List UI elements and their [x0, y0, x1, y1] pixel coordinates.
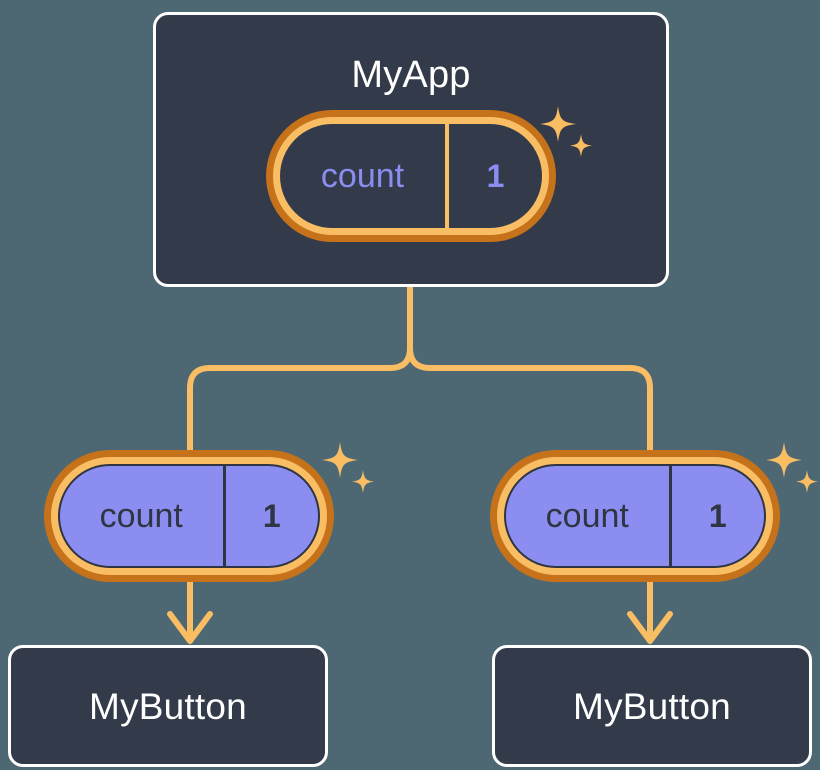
state-key-label: count — [320, 157, 405, 195]
connector-root-to-right — [407, 284, 653, 453]
state-pill-body: count 1 — [58, 464, 320, 568]
state-pill-child-left[interactable]: count 1 — [44, 450, 334, 582]
node-mybutton-card-left[interactable]: MyButton — [8, 645, 328, 767]
state-key-label: count — [545, 497, 629, 535]
state-pill-body: count 1 — [504, 464, 766, 568]
state-pill-ring: count 1 — [51, 457, 327, 575]
state-pill-ring: count 1 — [273, 117, 549, 235]
state-value-label: 1 — [668, 466, 764, 566]
node-label: MyButton — [573, 685, 731, 727]
arrow-head-left — [167, 611, 213, 644]
state-pill-child-right[interactable]: count 1 — [490, 450, 780, 582]
node-label: MyButton — [89, 685, 247, 727]
node-mybutton-card-right[interactable]: MyButton — [492, 645, 812, 767]
connector-root-to-left — [187, 284, 413, 453]
state-pill-body: count 1 — [280, 124, 542, 228]
arrow-head-right — [627, 611, 673, 644]
state-value-label: 1 — [445, 124, 542, 228]
state-value-label: 1 — [222, 466, 318, 566]
state-pill-root[interactable]: count 1 — [266, 110, 556, 242]
state-key-label: count — [99, 497, 183, 535]
page-title: MyApp — [351, 54, 471, 96]
state-pill-ring: count 1 — [497, 457, 773, 575]
